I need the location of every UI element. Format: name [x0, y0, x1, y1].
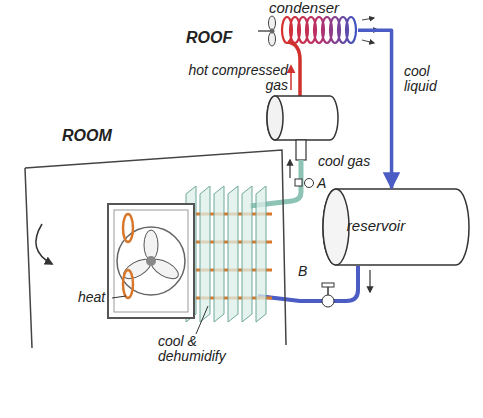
tank-end — [323, 189, 349, 265]
flow-label: cool liquid — [404, 64, 452, 94]
component-name: reservoir — [334, 218, 418, 234]
compressor-end — [267, 96, 283, 140]
wall-line — [25, 168, 32, 348]
copper-bend — [123, 270, 133, 298]
part-label: cool & dehumidify — [158, 334, 242, 364]
fan-blade — [269, 32, 276, 46]
fan-ring — [117, 227, 185, 295]
copper-bend — [123, 214, 133, 242]
air-arrow — [362, 18, 374, 20]
evaporator — [108, 186, 272, 322]
fin — [200, 186, 210, 322]
component-name: condenser — [250, 0, 358, 16]
air-arrow — [36, 224, 52, 264]
fan-blade — [144, 230, 158, 260]
liquid-pipe — [258, 266, 358, 301]
valve-a — [295, 179, 314, 188]
valve-stem — [327, 287, 329, 295]
fin — [228, 186, 238, 322]
tank-body — [323, 189, 469, 265]
leader-line — [196, 306, 208, 334]
flow-label: hot compressed gas — [176, 63, 288, 93]
roof-fan — [258, 16, 276, 46]
fin — [214, 186, 224, 322]
coil-loop — [346, 17, 356, 43]
fan-housing-inner — [114, 210, 188, 312]
fin — [256, 186, 266, 322]
wall-line — [25, 150, 286, 345]
cooling-fins — [186, 186, 266, 322]
area-label: ROOM — [62, 128, 126, 143]
valve-body — [295, 179, 302, 186]
liquid-pipe — [358, 30, 392, 188]
compressor-inlet — [296, 140, 306, 160]
flow-arrow — [369, 270, 370, 292]
air-arrow — [362, 40, 374, 43]
valve-handle — [322, 283, 334, 287]
part-label: heat — [78, 290, 118, 305]
fan-hub — [270, 29, 275, 34]
leader-line — [112, 296, 126, 298]
valve-b — [322, 283, 334, 307]
valve-handle — [305, 179, 314, 188]
compressor-body — [267, 96, 338, 140]
fin — [242, 186, 252, 322]
room-walls — [25, 150, 286, 348]
fan-blades — [121, 230, 182, 283]
air-arrow — [364, 30, 378, 31]
valve-letter: A — [317, 176, 331, 191]
condenser-coil — [282, 17, 356, 43]
air-flow — [362, 18, 378, 43]
reservoir-tank: reservoir — [322, 188, 470, 266]
fan-housing — [108, 204, 194, 318]
valve-letter: B — [298, 264, 312, 279]
valve-body — [322, 295, 334, 307]
condenser-unit: condenser — [250, 0, 358, 46]
copper-bends — [123, 214, 133, 298]
fan-blade — [269, 16, 276, 30]
flow-arrow — [289, 160, 290, 178]
hot-gas-pipe — [288, 42, 300, 98]
area-label: ROOF — [186, 30, 246, 45]
fan-hub — [146, 256, 156, 266]
flow-label: cool gas — [318, 154, 390, 169]
flow-arrow — [290, 66, 292, 90]
